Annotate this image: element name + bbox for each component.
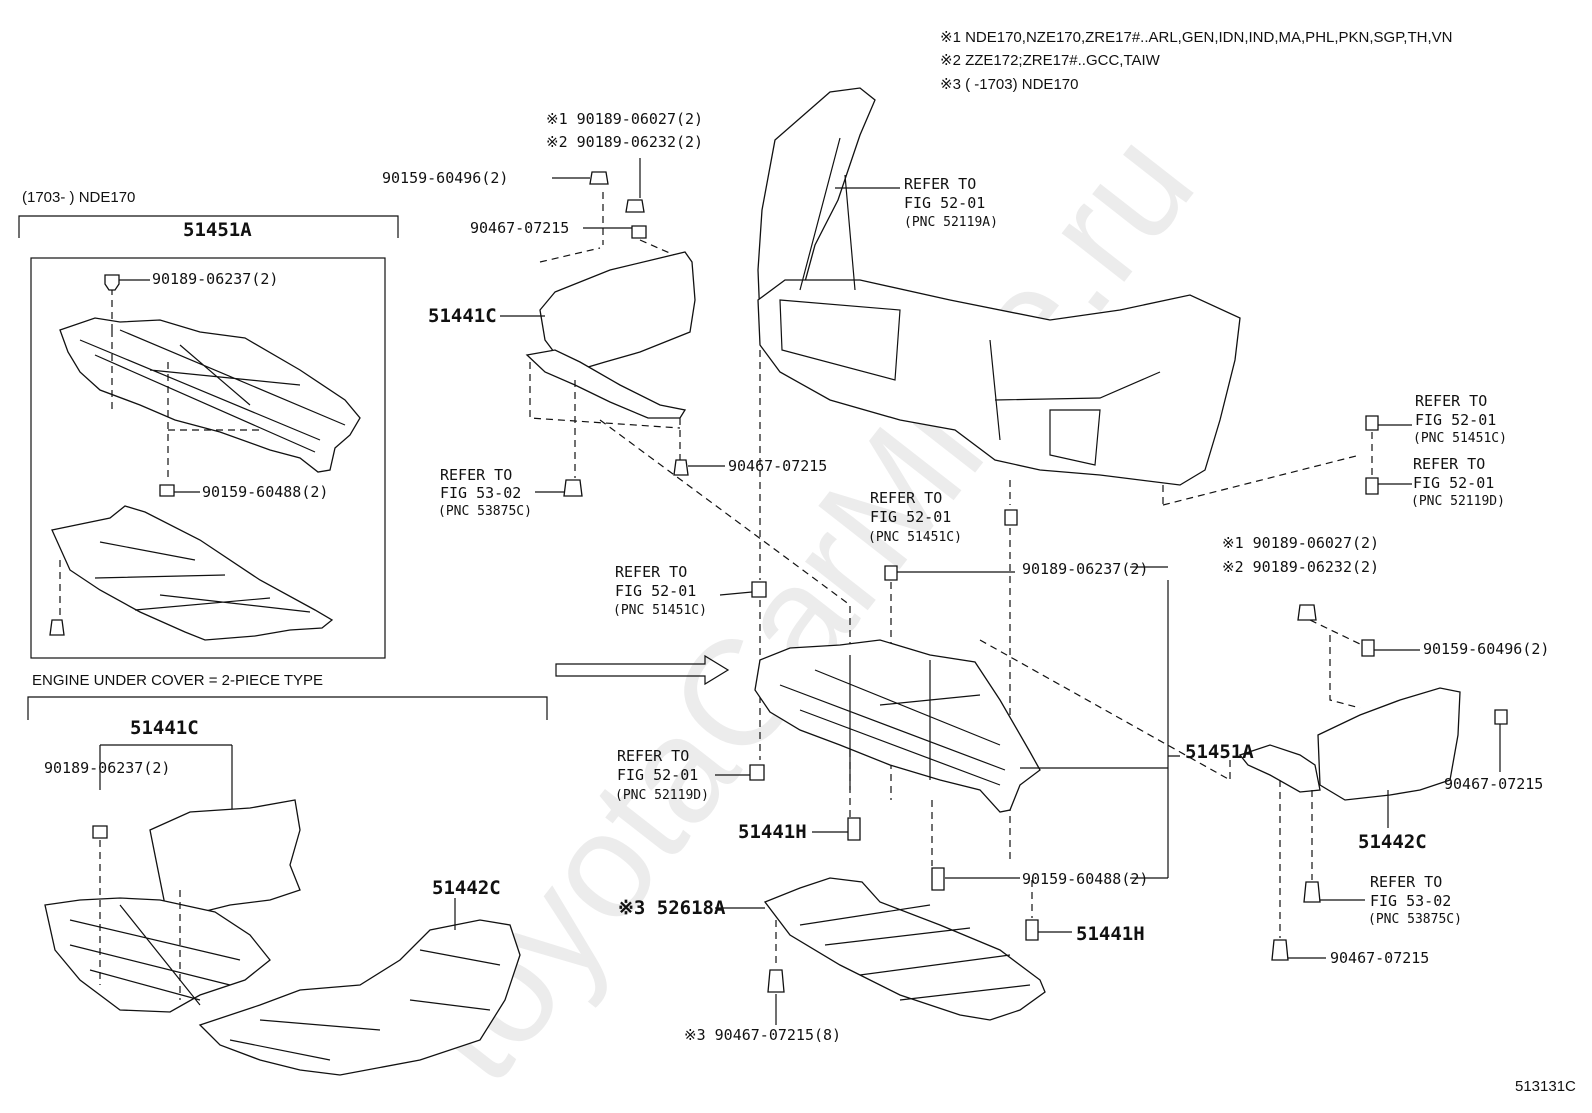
rr-b3: (PNC 52119D) [1411, 494, 1505, 509]
ul-note2-clip: ※2 90189-06232(2) [546, 133, 704, 151]
inset-top-fasteners [49, 274, 200, 636]
c-r2b: FIG 52-01 [615, 582, 697, 600]
inset-bottom-frame [27, 696, 548, 820]
right-ref-leaders [1162, 415, 1412, 506]
bumper-ref-1: REFER TO [904, 175, 977, 193]
center-group [555, 350, 1231, 941]
rg-ref-3: (PNC 53875C) [1368, 912, 1462, 927]
inset-top-frame [18, 215, 399, 659]
lower-cover-52618A [715, 877, 1046, 1025]
c-r3b: FIG 52-01 [617, 766, 699, 784]
rg-note1-clip: ※1 90189-06027(2) [1222, 534, 1380, 552]
c-r2c: (PNC 51451C) [613, 603, 707, 618]
ul-ref-3: (PNC 53875C) [438, 504, 532, 519]
note-3: ※3 ( -1703) NDE170 [940, 76, 1079, 93]
c-bolt-h1: 51441H [738, 821, 807, 843]
ul-ref-1: REFER TO [440, 466, 513, 484]
c-main-part: 51451A [1185, 741, 1254, 763]
upper-left-group [500, 158, 725, 497]
figure-id: 513131C [1515, 1078, 1576, 1095]
c-r3a: REFER TO [617, 747, 690, 765]
inset-top-bolt: 90159-60488(2) [202, 483, 329, 501]
inset-top-part: 51451A [183, 219, 252, 241]
ul-clip-lower: 90467-07215 [728, 457, 828, 475]
bumper-ref-3: (PNC 52119A) [904, 215, 998, 230]
inset-bottom-leaders [92, 825, 456, 1000]
c-r1a: REFER TO [870, 489, 943, 507]
rr-a3: (PNC 51451C) [1413, 431, 1507, 446]
rr-a1: REFER TO [1415, 392, 1488, 410]
inset-bottom-clip: 90189-06237(2) [44, 759, 171, 777]
rg-note2-clip: ※2 90189-06232(2) [1222, 558, 1380, 576]
rg-screw: 90159-60496(2) [1423, 640, 1550, 658]
inset-bottom-right-part: 51442C [432, 877, 501, 899]
front-bumper [757, 87, 1241, 486]
inset-top-leaders [59, 288, 260, 620]
inset-top-undercover [51, 317, 361, 641]
rg-cover: 51442C [1358, 831, 1427, 853]
note-2: ※2 ZZE172;ZRE17#..GCC,TAIW [940, 52, 1160, 69]
ul-note1-clip: ※1 90189-06027(2) [546, 110, 704, 128]
rg-clip: 90467-07215 [1444, 775, 1544, 793]
c-cover-n3: ※3 52618A [618, 897, 726, 919]
rg-ref-1: REFER TO [1370, 873, 1443, 891]
ul-clip: 90467-07215 [470, 219, 570, 237]
ul-ref-2: FIG 53-02 [440, 484, 522, 502]
c-bolt: 90159-60488(2) [1022, 870, 1149, 888]
rr-a2: FIG 52-01 [1415, 411, 1497, 429]
c-r3c: (PNC 52119D) [615, 788, 709, 803]
rr-b2: FIG 52-01 [1413, 474, 1495, 492]
rg-clip-lower: 90467-07215 [1330, 949, 1430, 967]
inset-top-range: (1703- ) NDE170 [22, 189, 136, 206]
c-r2a: REFER TO [615, 563, 688, 581]
rr-b1: REFER TO [1413, 455, 1486, 473]
note-1: ※1 NDE170,NZE170,ZRE17#..ARL,GEN,IDN,IND… [940, 29, 1453, 46]
inset-top-clip: 90189-06237(2) [152, 270, 279, 288]
bumper-ref-2: FIG 52-01 [904, 194, 986, 212]
inset-bottom-left-part: 51441C [130, 717, 199, 739]
c-clip: 90189-06237(2) [1022, 560, 1149, 578]
c-r1b: FIG 52-01 [870, 508, 952, 526]
rg-ref-2: FIG 53-02 [1370, 892, 1452, 910]
inset-bottom-covers [44, 799, 521, 1076]
ul-screw: 90159-60496(2) [382, 169, 509, 187]
c-bolt-h2: 51441H [1076, 923, 1145, 945]
right-group [1229, 604, 1508, 961]
c-clip-n3: ※3 90467-07215(8) [684, 1026, 842, 1044]
c-r1c: (PNC 51451C) [868, 530, 962, 545]
ul-cover: 51441C [428, 305, 497, 327]
inset-bottom-title: ENGINE UNDER COVER = 2-PIECE TYPE [32, 672, 324, 689]
